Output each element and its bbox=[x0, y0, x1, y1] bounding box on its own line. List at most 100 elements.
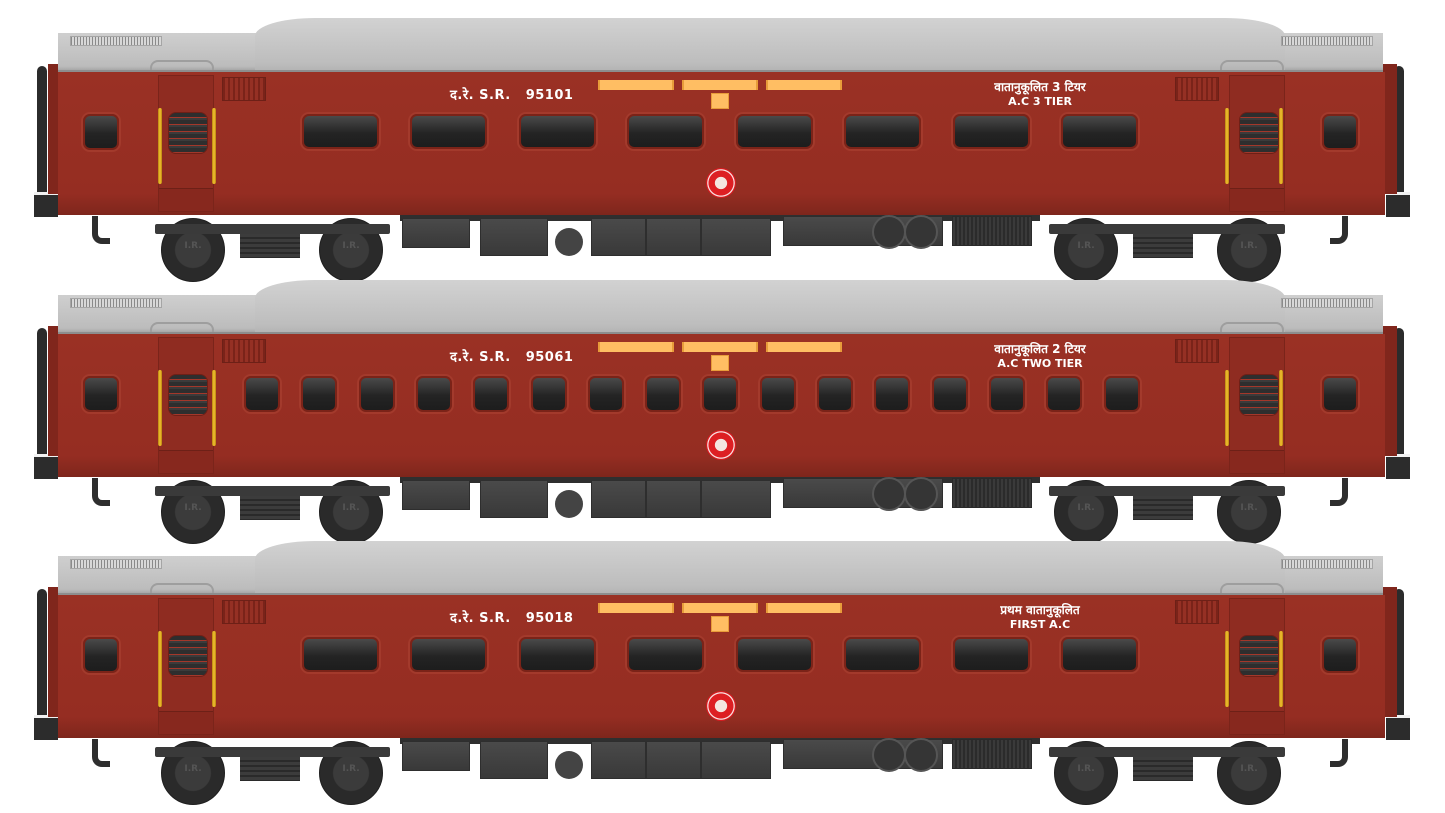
window bbox=[519, 637, 596, 672]
rain-gutter-right bbox=[1220, 322, 1284, 334]
fan-icon bbox=[904, 477, 938, 511]
condenser-grate bbox=[952, 739, 1032, 769]
end-window-left bbox=[83, 114, 119, 150]
louver-vent-left bbox=[222, 77, 266, 101]
class-label-english: A.C 3 TIER bbox=[1008, 95, 1072, 108]
left-door bbox=[158, 75, 214, 212]
louver-vent-right bbox=[1175, 339, 1219, 363]
window bbox=[301, 376, 338, 412]
grab-handle bbox=[1279, 108, 1283, 184]
window bbox=[302, 114, 379, 149]
battery-box bbox=[646, 741, 701, 779]
left-buffer-foot bbox=[34, 192, 58, 217]
roof-vent-left bbox=[70, 298, 162, 308]
rain-gutter-right bbox=[1220, 60, 1284, 72]
louver-vent-right bbox=[1175, 77, 1219, 101]
coach-number: 95061 bbox=[525, 350, 574, 365]
rain-gutter-left bbox=[150, 322, 214, 334]
right-door bbox=[1229, 75, 1285, 212]
grab-handle bbox=[158, 108, 162, 184]
coach-number: 95018 bbox=[525, 611, 574, 626]
livery-stripe bbox=[682, 603, 758, 613]
right-door bbox=[1229, 598, 1285, 735]
livery-stripe bbox=[766, 80, 842, 90]
door-step bbox=[159, 188, 213, 211]
window bbox=[736, 637, 813, 672]
window bbox=[1046, 376, 1083, 412]
zone-code: S.R. bbox=[479, 611, 511, 626]
right-buffer-post bbox=[1394, 589, 1404, 717]
coach-95101: द.रे. S.R. 95101 वातानुकूलित 3 टियर A.C … bbox=[0, 0, 1445, 282]
roof-edge bbox=[58, 332, 1383, 335]
window bbox=[1103, 376, 1140, 412]
indian-railways-logo-icon bbox=[706, 168, 736, 198]
battery-box bbox=[591, 741, 646, 779]
fan-icon bbox=[904, 738, 938, 772]
livery-stripe bbox=[682, 342, 758, 352]
coupler-hook-right bbox=[1330, 739, 1348, 767]
window bbox=[627, 637, 704, 672]
bogie-spring bbox=[240, 496, 300, 520]
underframe-box bbox=[480, 480, 548, 518]
air-tank bbox=[555, 490, 583, 518]
window bbox=[415, 376, 452, 412]
grab-handle bbox=[212, 108, 216, 184]
bogie-frame-left bbox=[155, 224, 390, 234]
roof-vent-left bbox=[70, 559, 162, 569]
battery-box bbox=[591, 218, 646, 256]
coupler-hook-right bbox=[1330, 478, 1348, 506]
window bbox=[645, 376, 682, 412]
air-tank bbox=[555, 751, 583, 779]
coach-number-label: द.रे. S.R. 95018 bbox=[450, 608, 573, 626]
underframe-box bbox=[402, 218, 470, 248]
coach-95061: द.रे. S.R. 95061 वातानुकूलित 2 टियर A.C … bbox=[0, 262, 1445, 544]
grab-handle bbox=[158, 631, 162, 707]
coupler-hook-left bbox=[92, 478, 110, 506]
left-buffer-post bbox=[37, 66, 47, 194]
livery-square-mark bbox=[711, 355, 729, 371]
roof-vent-right bbox=[1281, 36, 1373, 46]
door-grille bbox=[168, 635, 208, 677]
class-label-hindi: प्रथम वातानुकूलित bbox=[1000, 603, 1080, 617]
window bbox=[627, 114, 704, 149]
left-buffer-post bbox=[37, 589, 47, 717]
end-window-left bbox=[83, 637, 119, 673]
indian-railways-logo-icon bbox=[706, 430, 736, 460]
battery-box bbox=[591, 480, 646, 518]
fan-icon bbox=[872, 215, 906, 249]
grab-handle bbox=[1225, 631, 1229, 707]
coupler-hook-left bbox=[92, 739, 110, 767]
condenser-grate bbox=[952, 478, 1032, 508]
underframe-box bbox=[402, 741, 470, 771]
door-step bbox=[159, 450, 213, 473]
indian-railways-logo-icon bbox=[706, 691, 736, 721]
coach-number-label: द.रे. S.R. 95101 bbox=[450, 85, 573, 103]
coach-number-label: द.रे. S.R. 95061 bbox=[450, 347, 573, 365]
window bbox=[302, 637, 379, 672]
window bbox=[988, 376, 1025, 412]
livery-square-mark bbox=[711, 93, 729, 109]
coach-95018: द.रे. S.R. 95018 प्रथम वातानुकूलित FIRST… bbox=[0, 523, 1445, 805]
bogie-spring bbox=[240, 234, 300, 258]
bogie-spring bbox=[1133, 496, 1193, 520]
left-buffer-foot bbox=[34, 454, 58, 479]
louver-vent-left bbox=[222, 600, 266, 624]
right-end-wall bbox=[1383, 326, 1397, 456]
zone-code: S.R. bbox=[479, 350, 511, 365]
window bbox=[244, 376, 280, 412]
window bbox=[953, 114, 1030, 149]
end-window-left bbox=[83, 376, 119, 412]
window bbox=[587, 376, 624, 412]
grab-handle bbox=[1279, 631, 1283, 707]
left-door bbox=[158, 337, 214, 474]
roof-ac-hump bbox=[255, 18, 1285, 74]
door-grille bbox=[168, 374, 208, 416]
door-grille bbox=[1239, 635, 1279, 677]
coupler-hook-right bbox=[1330, 216, 1348, 244]
roof-edge bbox=[58, 70, 1383, 73]
right-buffer-post bbox=[1394, 66, 1404, 194]
bogie-spring bbox=[1133, 234, 1193, 258]
livery-stripe bbox=[766, 342, 842, 352]
class-label-english: FIRST A.C bbox=[1009, 618, 1071, 631]
window bbox=[358, 376, 395, 412]
